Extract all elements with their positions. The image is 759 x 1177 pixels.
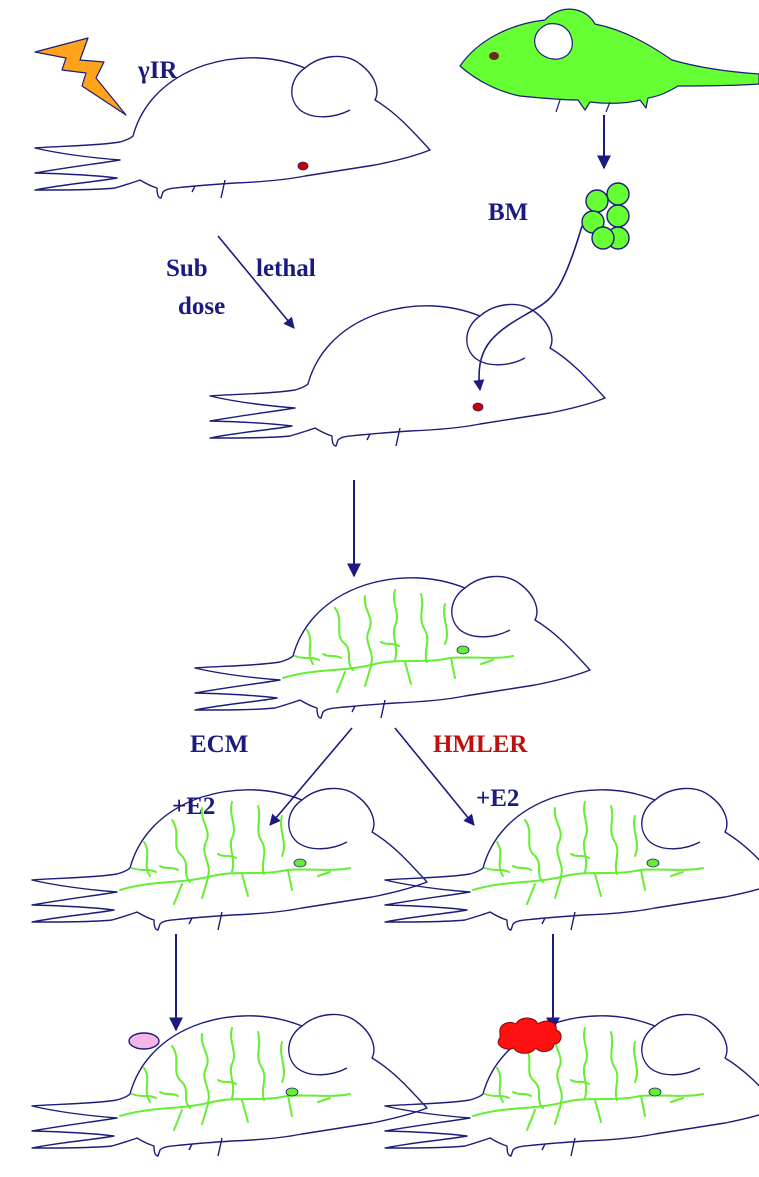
- eye-icon: [286, 1088, 298, 1096]
- gfp-mouse-icon: [460, 9, 759, 112]
- bone-marrow-label: BM: [488, 199, 528, 226]
- ecm-label: ECM: [190, 731, 248, 758]
- dose-label: dose: [178, 293, 225, 320]
- mouse-ecm-outcome: [32, 1014, 427, 1156]
- arrow-ecm-branch: [270, 728, 352, 825]
- mouse-engrafted: [195, 576, 590, 718]
- vasculature-icon: [283, 590, 513, 692]
- sub-label: Sub: [166, 255, 208, 282]
- lethal-label: lethal: [256, 255, 316, 282]
- bone-marrow-cells-icon: [582, 183, 629, 249]
- lightning-icon: [35, 38, 126, 115]
- mouse-icon: [385, 1014, 759, 1156]
- mouse-ecm: [32, 788, 427, 930]
- vasculature-icon: [120, 802, 350, 904]
- mouse-icon: [210, 304, 605, 446]
- mouse-icon: [32, 1014, 427, 1156]
- mouse-recipient: [210, 304, 605, 446]
- mouse-icon: [195, 576, 590, 718]
- mouse-hmler: [385, 788, 759, 930]
- eye-icon: [649, 1088, 661, 1096]
- eye-icon: [298, 162, 308, 170]
- eye-icon: [457, 646, 469, 654]
- eye-icon: [294, 859, 306, 867]
- radiation-label: γIR: [137, 57, 178, 84]
- mouse-icon: [32, 788, 427, 930]
- ecm-plug-icon: [129, 1033, 159, 1049]
- mouse-hmler-outcome: [385, 1014, 759, 1156]
- eye-icon: [647, 859, 659, 867]
- e2-right-label: +E2: [476, 785, 519, 812]
- hmler-label: HMLER: [433, 731, 528, 758]
- tumor-icon: [498, 1018, 561, 1053]
- eye-icon: [473, 403, 483, 411]
- arrow-sublethal: [218, 236, 294, 328]
- vasculature-icon: [473, 802, 703, 904]
- mouse-icon: [385, 788, 759, 930]
